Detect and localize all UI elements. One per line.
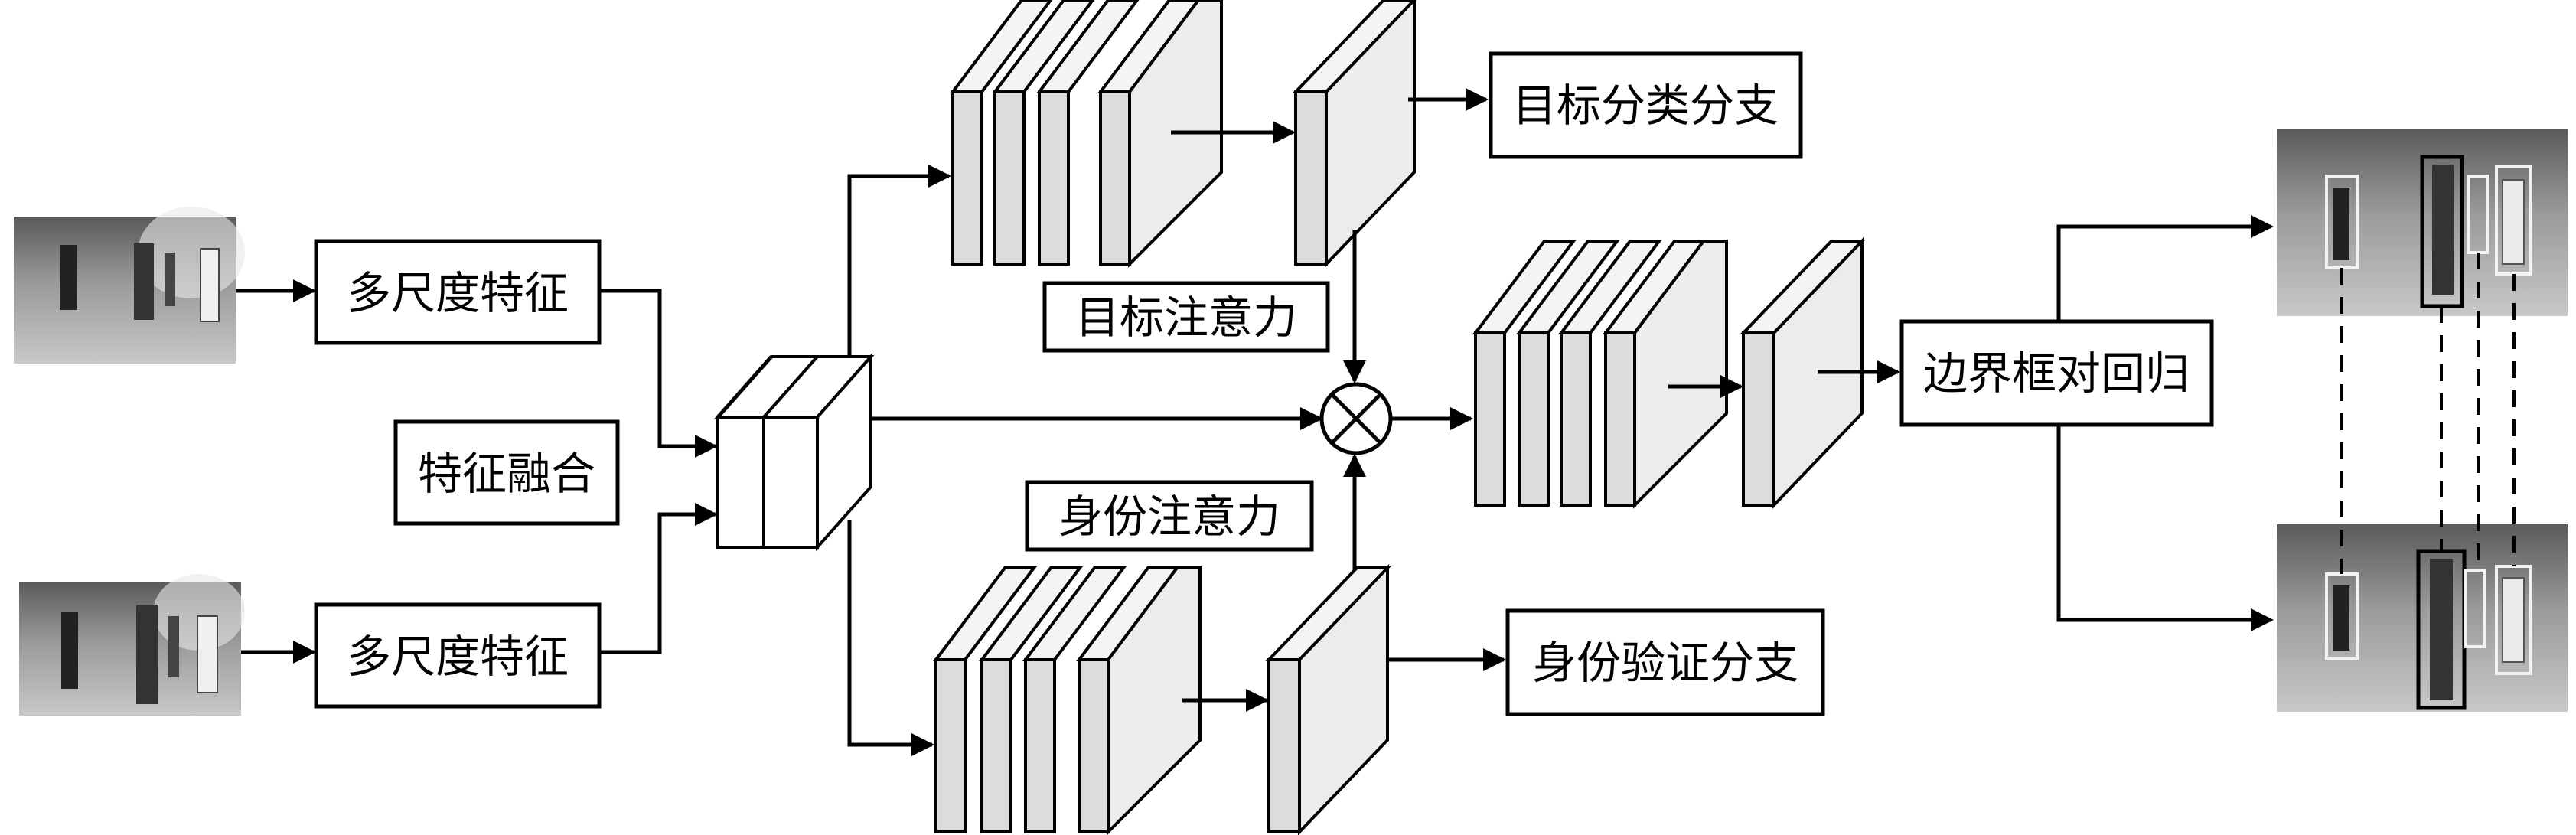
circle-times-icon xyxy=(1319,382,1393,455)
bbox-regression-box: 边界框对回归 xyxy=(1899,319,2214,427)
correspondence-dashed-lines xyxy=(2340,253,2516,574)
identity-verify-branch-box: 身份验证分支 xyxy=(1505,608,1825,716)
arrow-multiscale-top-to-fusion xyxy=(599,289,718,458)
arrow-to-target-branch xyxy=(847,165,951,357)
multiscale-feature-label-top: 多尺度特征 xyxy=(347,267,569,319)
arrow-to-identity-branch xyxy=(847,520,934,756)
fusion-feature-block xyxy=(714,352,875,552)
fused-conv-stack xyxy=(1472,240,1728,509)
target-attention-box: 目标注意力 xyxy=(1042,281,1330,353)
target-attention-label: 目标注意力 xyxy=(1075,292,1297,344)
feature-fusion-label: 特征融合 xyxy=(418,448,595,500)
target-cls-branch-box: 目标分类分支 xyxy=(1489,51,1803,159)
arrow-to-output-bottom xyxy=(2056,425,2274,631)
output-photo-bottom xyxy=(2277,524,2568,712)
output-photo-top xyxy=(2277,129,2568,316)
identity-attention-layer xyxy=(1265,564,1391,835)
identity-verify-branch-label: 身份验证分支 xyxy=(1532,637,1798,689)
arrow-multiscale-bottom-to-fusion xyxy=(599,503,718,654)
identity-attention-label: 身份注意力 xyxy=(1058,491,1280,543)
identity-conv-stack xyxy=(933,566,1202,835)
multiscale-feature-label-bottom: 多尺度特征 xyxy=(347,631,569,683)
input-photo-top xyxy=(14,207,245,364)
identity-attention-box: 身份注意力 xyxy=(1025,480,1314,552)
multiscale-feature-box-top: 多尺度特征 xyxy=(314,239,602,345)
input-photo-bottom xyxy=(19,574,245,716)
target-cls-branch-label: 目标分类分支 xyxy=(1512,80,1779,132)
feature-fusion-box: 特征融合 xyxy=(393,419,620,526)
multiscale-feature-box-bottom: 多尺度特征 xyxy=(314,602,602,709)
arrow-to-output-top xyxy=(2056,215,2274,321)
bbox-regression-label: 边界框对回归 xyxy=(1923,347,2190,400)
target-attention-layer xyxy=(1292,0,1417,268)
